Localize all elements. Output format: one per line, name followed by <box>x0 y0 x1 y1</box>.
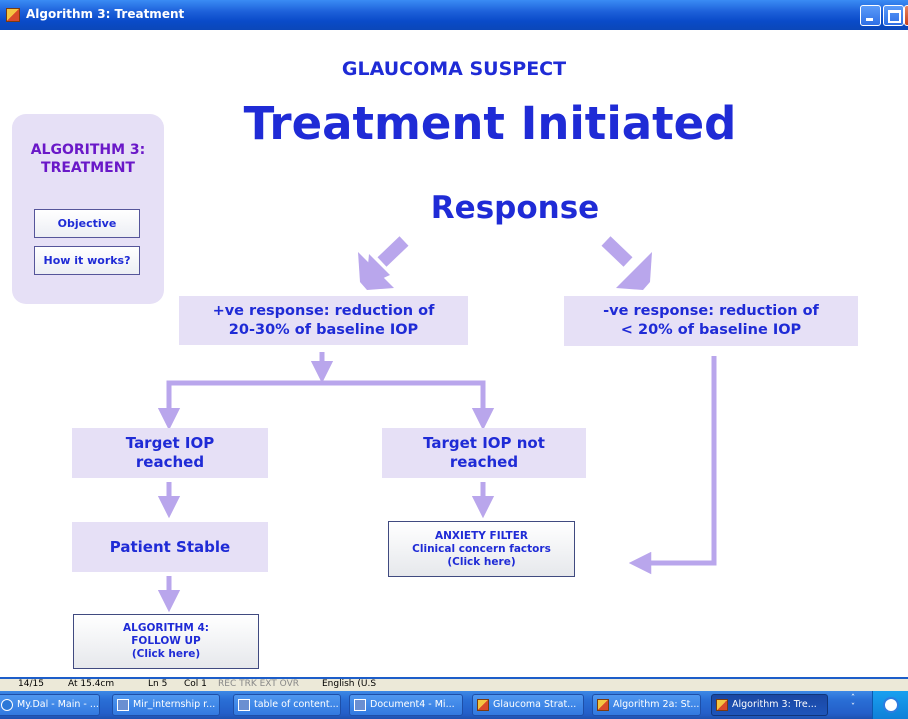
anxiety-line2: Clinical concern factors <box>412 542 551 555</box>
taskbar-item-glaucoma[interactable]: Glaucoma Strat... <box>472 694 584 716</box>
connector-branch <box>157 380 495 431</box>
window-title: Algorithm 3: Treatment <box>26 7 185 21</box>
tray-icon[interactable] <box>883 697 899 713</box>
powerpoint-icon <box>6 8 20 22</box>
subtitle: GLAUCOMA SUSPECT <box>341 58 567 80</box>
powerpoint-icon <box>716 699 728 711</box>
target-not-line2: reached <box>449 453 519 471</box>
taskbar-item-table-of-contents[interactable]: table of content... <box>233 694 341 716</box>
status-page: 14/15 <box>18 679 44 689</box>
panel-title-line2: TREATMENT <box>41 160 135 176</box>
response-heading: Response <box>430 190 600 226</box>
status-column: Col 1 <box>184 679 207 689</box>
powerpoint-icon <box>477 699 489 711</box>
panel-title: ALGORITHM 3: TREATMENT <box>12 141 164 177</box>
patient-stable-box: Patient Stable <box>72 522 268 572</box>
status-bar: 14/15 At 15.4cm Ln 5 Col 1 REC TRK EXT O… <box>0 677 908 691</box>
anxiety-line1: ANXIETY FILTER <box>435 529 528 542</box>
system-tray <box>872 691 908 719</box>
anxiety-line3: (Click here) <box>447 555 516 568</box>
followup-line2: FOLLOW UP <box>131 635 201 647</box>
browser-icon <box>1 699 13 711</box>
taskbar-item-algorithm-3[interactable]: Algorithm 3: Tre... <box>711 694 828 716</box>
word-icon <box>354 699 366 711</box>
panel-title-line1: ALGORITHM 3: <box>30 142 146 158</box>
followup-line1: ALGORITHM 4: <box>123 622 209 634</box>
status-modes: REC TRK EXT OVR <box>218 679 299 689</box>
page-title: Treatment Initiated <box>243 97 737 150</box>
target-not-line1: Target IOP not <box>423 434 545 452</box>
objective-button[interactable]: Objective <box>34 209 140 238</box>
positive-response-line2: 20-30% of baseline IOP <box>228 321 419 338</box>
minimize-button[interactable] <box>860 5 881 26</box>
how-it-works-button[interactable]: How it works? <box>34 246 140 275</box>
status-at: At 15.4cm <box>68 679 115 689</box>
positive-response-box: +ve response: reduction of 20-30% of bas… <box>179 296 468 345</box>
arrow-to-negative-response <box>601 236 652 290</box>
connector-negative-to-anxiety <box>628 356 717 575</box>
negative-response-line1: -ve response: reduction of <box>603 303 819 319</box>
taskbar: My.Dal - Main - ... Mir_internship r... … <box>0 691 908 719</box>
word-icon <box>238 699 250 711</box>
word-icon <box>117 699 129 711</box>
arrow-to-positive-response <box>358 236 409 290</box>
target-iop-not-reached-box: Target IOP not reached <box>382 428 586 478</box>
status-line: Ln 5 <box>148 679 168 689</box>
negative-response-line2: < 20% of baseline IOP <box>620 322 802 338</box>
algorithm-side-panel: ALGORITHM 3: TREATMENT Objective How it … <box>12 114 164 304</box>
taskbar-item-document4[interactable]: Document4 - Mi... <box>349 694 463 716</box>
negative-response-box: -ve response: reduction of < 20% of base… <box>564 296 858 346</box>
taskbar-item-mydal[interactable]: My.Dal - Main - ... <box>0 694 100 716</box>
positive-response-line1: +ve response: reduction of <box>212 302 435 319</box>
maximize-button[interactable] <box>883 5 904 26</box>
close-button[interactable] <box>904 5 908 26</box>
taskbar-item-internship[interactable]: Mir_internship r... <box>112 694 220 716</box>
followup-line3: (Click here) <box>131 648 201 660</box>
target-reached-line1: Target IOP <box>125 434 215 452</box>
follow-up-button[interactable]: ALGORITHM 4: FOLLOW UP (Click here) <box>73 614 259 669</box>
powerpoint-icon <box>597 699 609 711</box>
anxiety-filter-button[interactable]: ANXIETY FILTER Clinical concern factors … <box>388 521 575 577</box>
target-iop-reached-box: Target IOP reached <box>72 428 268 478</box>
window-title-bar[interactable]: Algorithm 3: Treatment <box>0 0 908 30</box>
taskbar-item-algorithm-2a[interactable]: Algorithm 2a: St... <box>592 694 701 716</box>
status-language: English (U.S <box>322 679 377 689</box>
target-reached-line2: reached <box>135 453 205 471</box>
